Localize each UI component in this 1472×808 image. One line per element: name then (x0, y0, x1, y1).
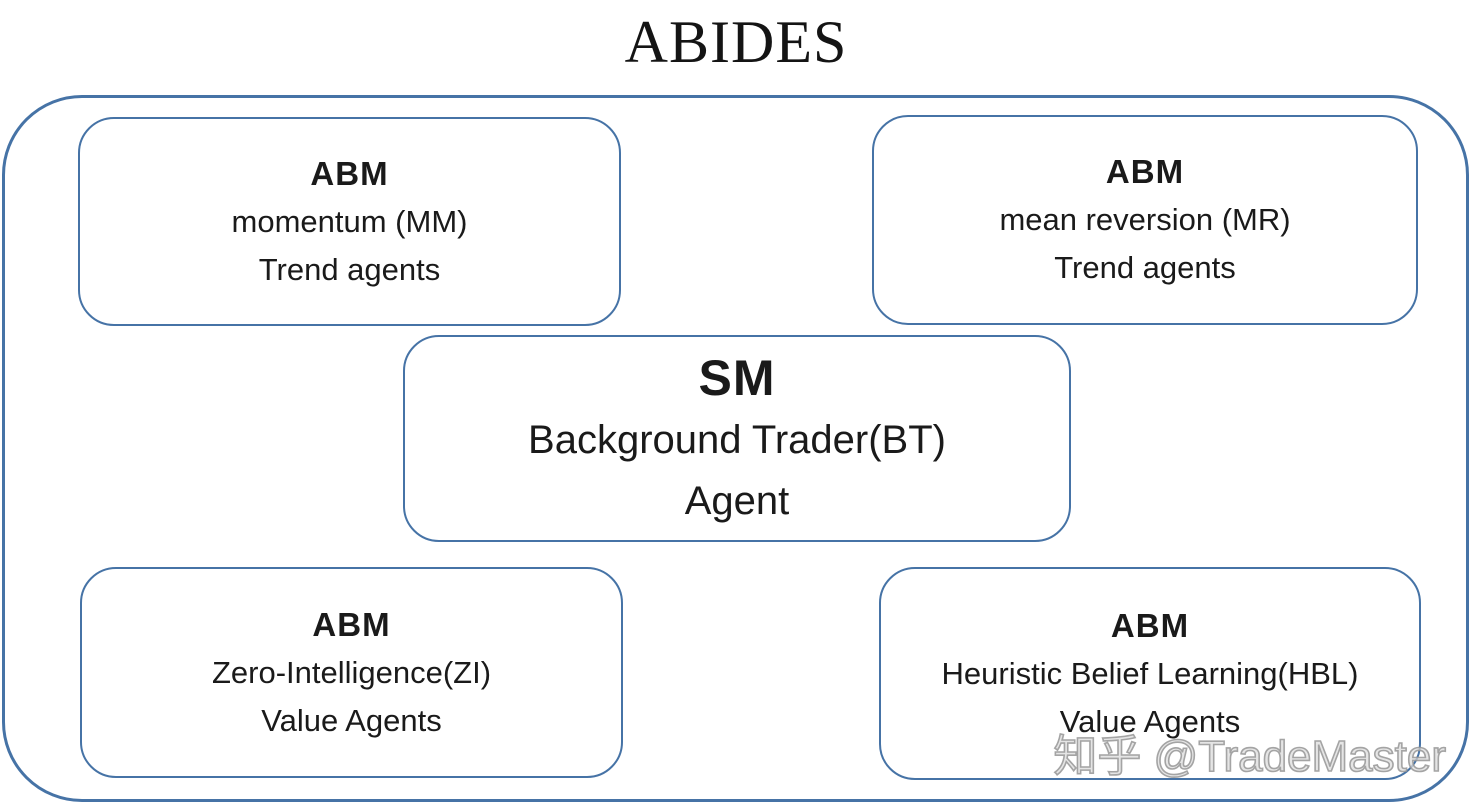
box-line: Background Trader(BT) (528, 417, 946, 462)
box-line: Agent (684, 478, 790, 523)
box-abm-momentum: ABM momentum (MM) Trend agents (78, 117, 621, 326)
box-abm-mean-reversion: ABM mean reversion (MR) Trend agents (872, 115, 1418, 325)
box-sm-background-trader: SM Background Trader(BT) Agent (403, 335, 1071, 542)
box-line: Value Agents (1059, 703, 1241, 739)
box-heading: ABM (312, 605, 391, 643)
box-line: Trend agents (258, 251, 441, 287)
box-line: Heuristic Belief Learning(HBL) (941, 655, 1359, 691)
box-heading: ABM (1110, 606, 1190, 644)
box-heading: SM (698, 349, 776, 406)
box-line: Trend agents (1054, 250, 1236, 285)
box-line: Value Agents (261, 702, 442, 738)
diagram-title: ABIDES (624, 9, 848, 75)
box-heading: ABM (310, 154, 389, 192)
box-abm-zero-intelligence: ABM Zero-Intelligence(ZI) Value Agents (80, 567, 623, 778)
box-heading: ABM (1105, 153, 1185, 190)
abides-outer-box (2, 95, 1469, 802)
box-line: momentum (MM) (231, 203, 468, 239)
box-line: Zero-Intelligence(ZI) (211, 654, 492, 690)
box-abm-heuristic-belief-learning: ABM Heuristic Belief Learning(HBL) Value… (879, 567, 1421, 780)
box-line: mean reversion (MR) (999, 202, 1291, 237)
